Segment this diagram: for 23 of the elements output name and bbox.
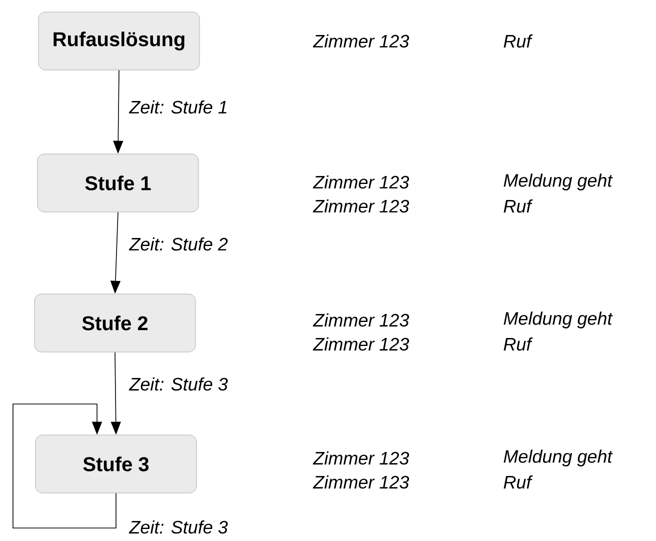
status-text: Meldung geht [504,174,613,190]
status-text: Zimmer 123 [312,34,410,48]
process-box: Rufauslösung [38,12,200,70]
status-text: Ruf [504,199,533,213]
edge-label: Zeit: Stufe 2 [128,236,229,252]
arrow [12,404,116,528]
status-text: Meldung geht [504,450,613,466]
status-text: Zimmer 123 [312,337,410,351]
process-box: Stufe 1 [37,154,199,212]
status-text: Meldung geht [504,312,613,328]
edge-label: Zeit: Stufe 1 [128,99,229,115]
process-box: Stufe 2 [34,294,196,352]
edge-label: Zeit: Stufe 3 [128,376,229,392]
status-text: Zimmer 123 [312,475,410,489]
status-text: Ruf [504,337,533,351]
status-text: Ruf [504,34,533,48]
status-text: Zimmer 123 [312,175,410,189]
status-text: Zimmer 123 [312,313,410,327]
edge-label: Zeit: Stufe 3 [128,519,229,535]
status-text: Zimmer 123 [312,199,410,213]
status-text: Ruf [504,475,533,489]
status-text: Zimmer 123 [312,451,410,465]
process-box: Stufe 3 [35,434,197,494]
